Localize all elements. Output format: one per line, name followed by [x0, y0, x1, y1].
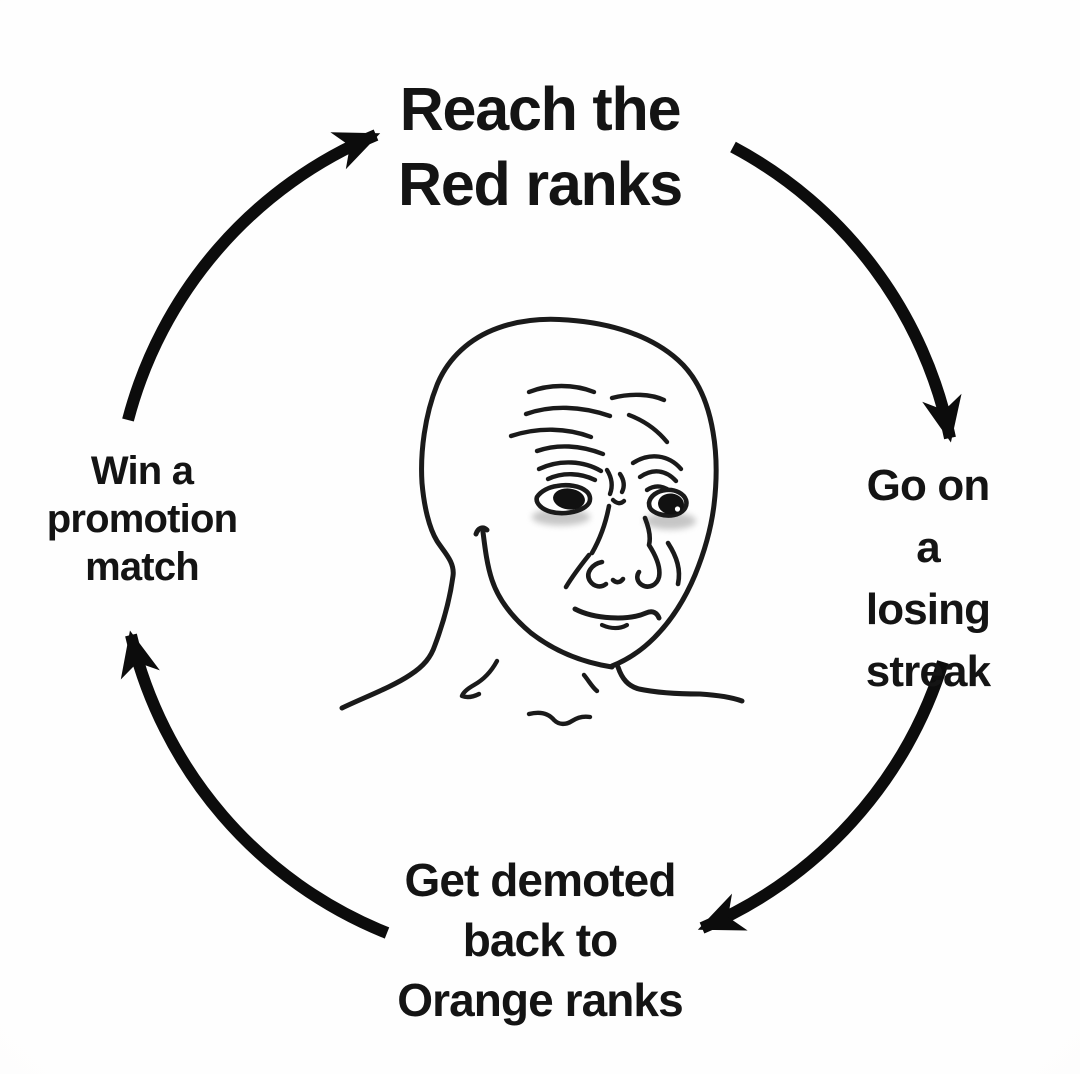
forehead-wrinkles	[508, 383, 684, 506]
cycle-node-demoted-orange-ranks: Get demoted back to Orange ranks	[397, 854, 683, 1026]
arrow-bottom-to-left	[120, 630, 390, 939]
cycle-node-reach-red-ranks: Reach the Red ranks	[398, 75, 683, 218]
head-outline	[339, 316, 719, 711]
left-eye	[534, 482, 593, 516]
neck-and-shoulders	[459, 658, 745, 727]
sad-wojak-face	[339, 316, 745, 727]
cycle-node-losing-streak: Go on a losing streak	[865, 461, 991, 696]
nose	[563, 503, 682, 590]
cycle-node-promotion-match: Win a promotion match	[46, 449, 238, 589]
right-eye	[646, 487, 689, 518]
mouth	[572, 606, 662, 631]
arrow-right-to-bottom	[697, 660, 949, 934]
cycle-arrows	[120, 129, 962, 939]
arrow-left-to-top	[122, 129, 381, 422]
arrow-top-to-right	[730, 141, 962, 443]
